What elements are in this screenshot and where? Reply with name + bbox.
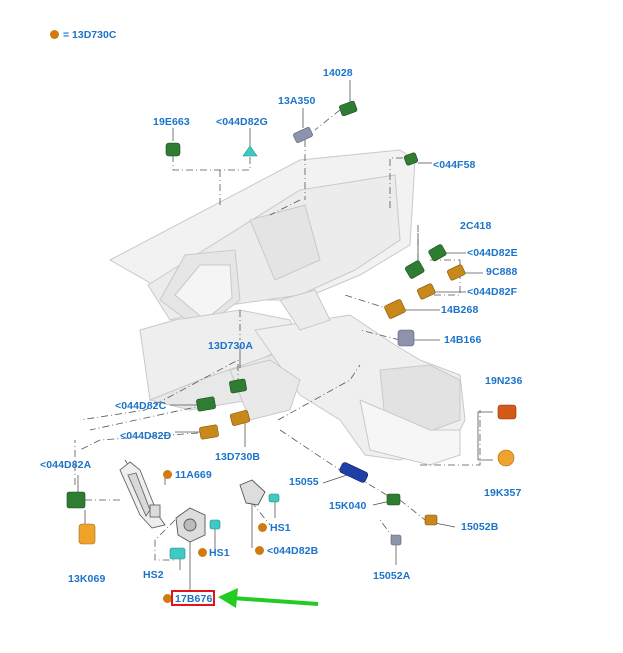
label-19N236: 19N236 xyxy=(485,375,523,387)
label-HS2: HS2 xyxy=(143,569,164,581)
connector-13D730A xyxy=(229,378,247,394)
label-13A350: 13A350 xyxy=(278,95,316,107)
connector-13K069 xyxy=(78,523,96,545)
connector-15K040 xyxy=(386,493,401,506)
label-044D82F: <044D82F xyxy=(467,286,518,298)
label-044D82A: <044D82A xyxy=(40,459,92,471)
solid-leaders xyxy=(77,80,493,592)
label-14B166: 14B166 xyxy=(444,334,482,346)
marker-17B676 xyxy=(163,594,172,603)
connector-044F58 xyxy=(403,152,419,166)
connector-HS1-mid xyxy=(209,519,221,530)
label-13K069: 13K069 xyxy=(68,573,106,585)
legend-text: = 13D730C xyxy=(63,29,117,41)
connector-044D82G xyxy=(242,145,258,157)
connector-19K357 xyxy=(497,449,515,467)
label-HS1-right: HS1 xyxy=(270,522,291,534)
connector-044D82A xyxy=(66,491,86,509)
connector-2C418 xyxy=(405,260,425,279)
connector-15055 xyxy=(339,462,369,483)
connector-15052B xyxy=(424,514,438,526)
connector-15052A xyxy=(390,534,402,546)
label-15052A: 15052A xyxy=(373,570,411,582)
label-13D730A: 13D730A xyxy=(208,340,254,352)
instrument-panel-illustration xyxy=(108,149,466,466)
highlight-box-17B676 xyxy=(171,590,215,606)
legend-marker xyxy=(50,30,59,39)
marker-HS1-mid xyxy=(198,548,207,557)
connectors xyxy=(66,100,517,560)
connector-19E663 xyxy=(165,142,181,157)
connector-14B268 xyxy=(384,299,406,319)
horn-switch xyxy=(239,479,266,506)
connector-19N236 xyxy=(497,404,517,420)
label-15K040: 15K040 xyxy=(329,500,367,512)
label-14B268: 14B268 xyxy=(441,304,479,316)
steering-column-bracket xyxy=(119,461,166,529)
connector-HS1-right xyxy=(268,493,280,503)
label-19K357: 19K357 xyxy=(484,487,522,499)
label-044D82C: <044D82C xyxy=(115,400,167,412)
connector-044D82C xyxy=(196,396,216,412)
label-17B676: 17B676 xyxy=(175,593,213,605)
label-HS1-mid: HS1 xyxy=(209,547,230,559)
label-044D82B: <044D82B xyxy=(267,545,319,557)
connector-HS2 xyxy=(169,547,186,560)
green-arrow xyxy=(218,588,319,608)
connector-13A350 xyxy=(293,127,313,143)
label-044D82D: <044D82D xyxy=(120,430,172,442)
label-044D82G: <044D82G xyxy=(216,116,268,128)
label-15052B: 15052B xyxy=(461,521,499,533)
label-044D82E: <044D82E xyxy=(467,247,518,259)
marker-11A669 xyxy=(163,470,172,479)
label-2C418: 2C418 xyxy=(460,220,492,232)
connector-14B166 xyxy=(397,329,415,347)
leader-lines xyxy=(74,109,481,561)
connector-13D730B xyxy=(229,410,251,426)
label-19E663: 19E663 xyxy=(153,116,190,128)
connector-044D82D xyxy=(199,424,219,440)
connector-044D82F xyxy=(416,283,436,300)
marker-HS1-right xyxy=(258,523,267,532)
label-13D730B: 13D730B xyxy=(215,451,261,463)
connector-9C888 xyxy=(446,264,466,281)
connector-044D82E xyxy=(428,244,447,262)
ignition-switch xyxy=(175,507,206,543)
label-044F58: <044F58 xyxy=(433,159,476,171)
label-11A669: 11A669 xyxy=(175,469,212,481)
label-14028: 14028 xyxy=(323,67,353,79)
connector-14028 xyxy=(339,100,358,117)
label-15055: 15055 xyxy=(289,476,319,488)
marker-044D82B xyxy=(255,546,264,555)
label-9C888: 9C888 xyxy=(486,266,518,278)
